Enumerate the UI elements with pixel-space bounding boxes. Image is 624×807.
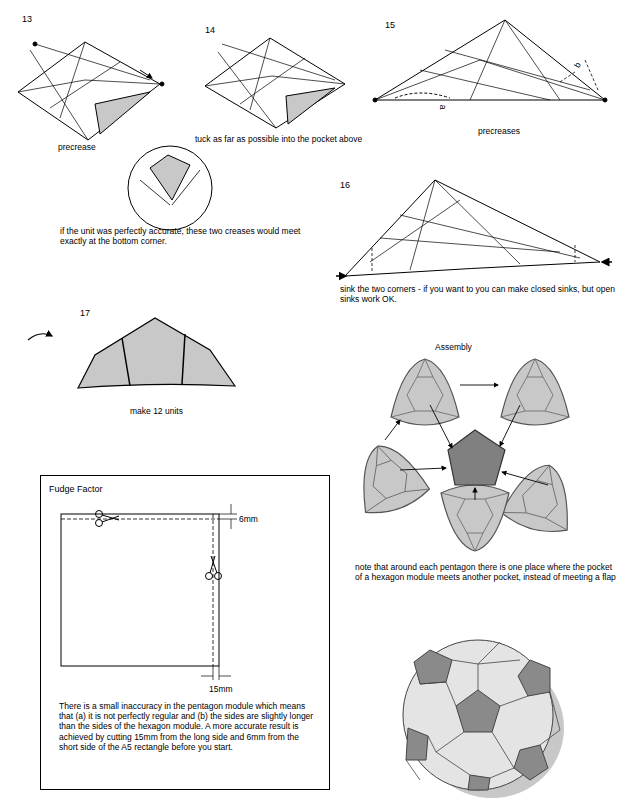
- step-14-figure: [205, 38, 345, 128]
- crease-letter: b: [572, 60, 583, 69]
- crease-letter: a: [438, 105, 448, 110]
- step-note: make 12 units: [130, 406, 183, 416]
- step-13-figure: [18, 42, 164, 140]
- step-note: sink the two corners - if you want to yo…: [340, 284, 624, 304]
- step-number: 17: [80, 308, 90, 319]
- step-note: tuck as far as possible into the pocket …: [195, 134, 395, 144]
- dimension: 6mm: [239, 514, 258, 524]
- note-box: Fudge Factor 6mm 15mmThere is a small inac…: [40, 475, 330, 790]
- inset-note: if the unit was perfectly accurate, thes…: [60, 226, 325, 246]
- step-note: precrease: [58, 142, 96, 152]
- step-number: 13: [22, 14, 32, 25]
- detail-circle: [128, 146, 212, 230]
- section-heading: Assembly: [435, 342, 472, 352]
- step-number: 14: [205, 25, 215, 36]
- step-number: 16: [340, 180, 350, 191]
- step-15-figure: [373, 20, 607, 102]
- box-body: There is a small inaccuracy in the penta…: [59, 701, 317, 752]
- dimension: 15mm: [209, 684, 233, 694]
- step-17-figure: [28, 318, 235, 388]
- step-note: precreases: [478, 126, 520, 136]
- assembly-figure: [346, 359, 582, 551]
- soccer-ball: [403, 640, 564, 798]
- assembly-note: note that around each pentagon there is …: [355, 562, 620, 582]
- step-16-figure: [336, 180, 612, 276]
- step-number: 15: [385, 20, 395, 31]
- box-heading: Fudge Factor: [49, 484, 103, 495]
